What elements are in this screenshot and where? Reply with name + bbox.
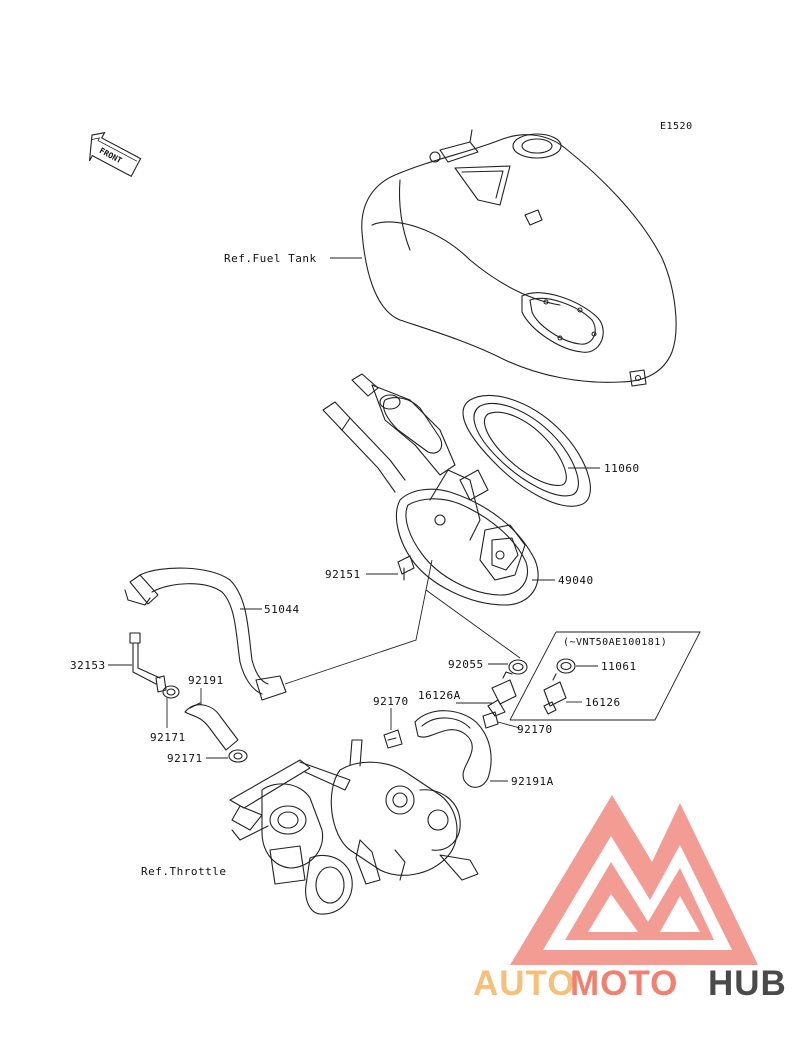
watermark-part3: HUB <box>708 964 787 1003</box>
label-92170-upper: 92170 <box>373 695 409 708</box>
hose-51044 <box>124 567 287 701</box>
label-49040: 49040 <box>558 574 594 587</box>
gasket-11060 <box>462 394 591 507</box>
clip-92170-throttle <box>383 729 403 749</box>
label-92171-lower: 92171 <box>167 752 203 765</box>
watermark-part1: AUTO <box>473 964 576 1003</box>
label-92171-upper: 92171 <box>150 731 186 744</box>
fuel-tank-outline <box>361 129 677 387</box>
label-92055: 92055 <box>448 658 484 671</box>
label-92170-lower: 92170 <box>517 723 553 736</box>
clip-92171-upper <box>162 685 180 699</box>
label-92191: 92191 <box>188 674 224 687</box>
throttle-ref-label: Ref.Throttle <box>141 865 226 878</box>
watermark-text: AUTO MOTO HUB <box>473 964 787 1003</box>
label-11061: 11061 <box>601 660 637 673</box>
label-51044: 51044 <box>264 603 300 616</box>
hose-92191 <box>184 702 239 751</box>
label-32153: 32153 <box>70 659 106 672</box>
hose-92191a <box>414 710 492 788</box>
diagram-code: E1520 <box>660 121 693 132</box>
watermark-part2: MOTO <box>570 964 678 1003</box>
fitting-16126a <box>487 671 517 717</box>
fuel-pump-49040 <box>322 373 539 606</box>
fitting-16126 <box>543 673 567 715</box>
serial-label: (~VNT50AE100181) <box>563 637 667 648</box>
clip-92171-lower <box>228 749 248 763</box>
oring-92055 <box>508 659 528 675</box>
fuel-tank-ref-label: Ref.Fuel Tank <box>224 252 317 265</box>
label-16126a: 16126A <box>418 689 461 702</box>
watermark-logo-icon <box>510 795 758 965</box>
pipe-32153 <box>129 632 167 693</box>
label-16126: 16126 <box>585 696 621 709</box>
label-92151: 92151 <box>325 568 361 581</box>
screw-92151 <box>397 555 415 581</box>
throttle-body <box>229 739 479 915</box>
front-arrow-icon: FRONT <box>88 131 142 178</box>
clip-92170-right <box>482 711 499 729</box>
oring-11061 <box>556 658 576 674</box>
label-11060: 11060 <box>604 462 640 475</box>
label-92191a: 92191A <box>511 775 554 788</box>
variant-box: (~VNT50AE100181) <box>509 631 701 721</box>
